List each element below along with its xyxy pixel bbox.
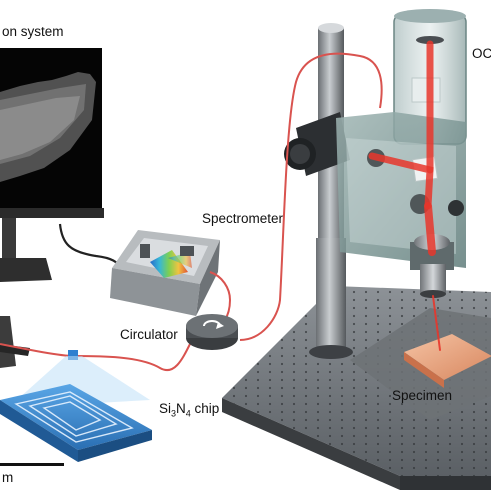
probe-housing <box>336 9 467 298</box>
monitor-base <box>0 258 52 282</box>
chip-top <box>0 384 152 450</box>
chip-label-n: N <box>176 401 186 416</box>
chip-label-si: Si <box>159 401 172 416</box>
scale-bar <box>0 463 64 466</box>
spectrometer-label: Spectrometer <box>202 211 284 226</box>
chip-label-suffix: chip <box>190 401 220 416</box>
fiber-to-chip <box>0 343 191 371</box>
spectrometer-grating <box>150 250 188 278</box>
chip-waveguide <box>14 391 134 443</box>
circulator <box>186 314 238 350</box>
fiber-to-probe <box>239 52 383 341</box>
monitor-cable <box>58 223 122 269</box>
optical-table <box>222 286 491 490</box>
spectrometer <box>110 230 220 316</box>
circulator-label: Circulator <box>120 327 178 342</box>
specimen-label: Specimen <box>392 388 453 403</box>
fiber-connector <box>68 350 78 360</box>
scale-label: m <box>2 470 14 485</box>
monitor-stand <box>2 218 16 262</box>
acquisition-system-label: on system <box>2 24 64 39</box>
si3n4-chip <box>0 356 152 462</box>
specimen <box>404 334 491 388</box>
monitor-bezel-bottom <box>0 208 104 218</box>
computer-unit <box>0 316 30 368</box>
chip-label: Si3N4 chip <box>159 401 219 419</box>
objective-lens <box>420 264 446 294</box>
oct-label: OC <box>472 46 491 61</box>
chip-label-sub2: 4 <box>185 408 191 419</box>
laser-beam <box>368 40 441 351</box>
monitor <box>0 48 122 282</box>
chip-label-sub1: 3 <box>171 408 177 419</box>
